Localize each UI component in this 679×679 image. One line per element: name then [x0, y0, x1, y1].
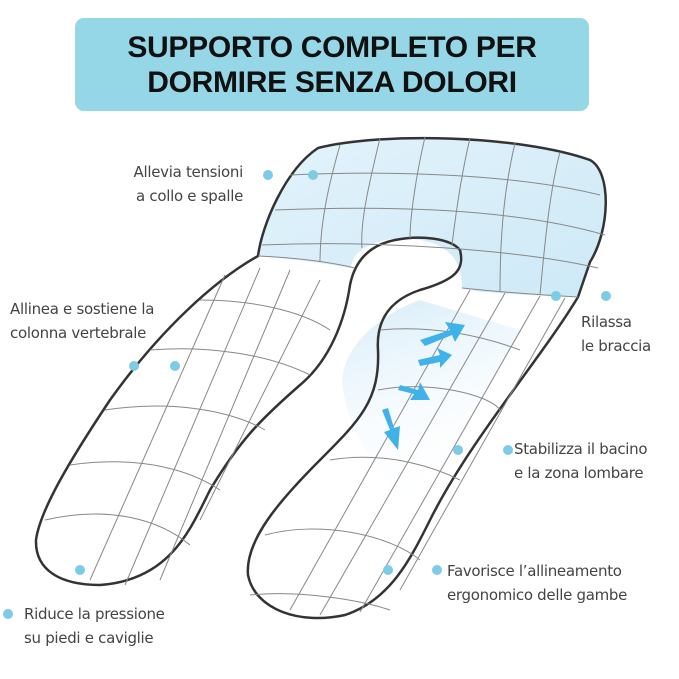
callout-legs: Favorisce l’allineamento ergonomico dell… [447, 560, 627, 607]
callout-dot [3, 609, 13, 619]
pressure-arrows [382, 322, 465, 450]
callout-neck: Allevia tensioni a collo e spalle [133, 161, 244, 208]
arrow-icon [420, 322, 465, 346]
callout-text: Riduce la pressione [24, 605, 165, 623]
callout-pelvis: Stabilizza il bacino e la zona lombare [514, 438, 648, 485]
arrow-icon [418, 348, 452, 368]
callout-text: colonna vertebrale [10, 323, 147, 342]
callout-text: Rilassa [581, 313, 632, 331]
pillow-outline [34, 136, 607, 620]
title-line-1: SUPPORTO COMPLETO PER [127, 30, 537, 64]
callout-text: Stabilizza il bacino [514, 440, 648, 458]
callout-text: a collo e spalle [136, 186, 243, 205]
pillow-head [258, 138, 606, 297]
callout-arms: Rilassa le braccia [581, 311, 651, 358]
callout-dot [551, 291, 561, 301]
callout-dot [75, 565, 85, 575]
callout-spine: Allinea e sostiene la colonna vertebrale [10, 298, 154, 345]
arrow-icon [382, 408, 400, 450]
callout-dot [263, 170, 273, 180]
title-line-2: DORMIRE SENZA DOLORI [147, 65, 517, 99]
callout-text: Allinea e sostiene la [10, 300, 155, 318]
callout-dot [308, 170, 318, 180]
callout-text: ergonomico delle gambe [447, 585, 628, 604]
callout-feet: Riduce la pressione su piedi e caviglie [24, 603, 165, 650]
grid-lines [44, 136, 606, 616]
callout-text: e la zona lombare [514, 463, 644, 482]
arrow-icon [398, 382, 430, 400]
callout-text: Favorisce l’allineamento [447, 562, 622, 580]
callout-dot [503, 445, 513, 455]
callout-text: le braccia [581, 336, 651, 355]
title-banner: SUPPORTO COMPLETO PER DORMIRE SENZA DOLO… [75, 18, 589, 111]
callout-dot [170, 361, 180, 371]
callout-dot [432, 565, 442, 575]
callout-dot [601, 291, 611, 301]
callout-text: Allevia tensioni [133, 163, 244, 181]
callout-text: su piedi e caviglie [24, 628, 154, 647]
callout-dot [453, 445, 463, 455]
callout-dot [129, 361, 139, 371]
callout-dot [383, 565, 393, 575]
pressure-zone [342, 300, 520, 520]
